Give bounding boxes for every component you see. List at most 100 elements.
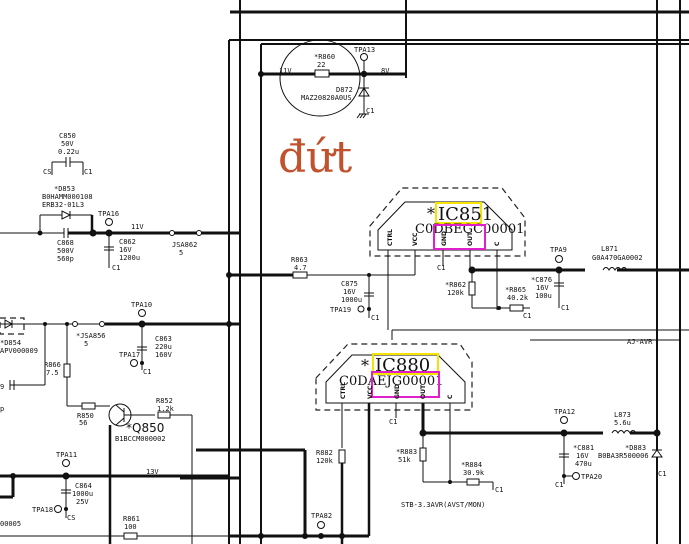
ground-label: C1	[658, 470, 666, 478]
resistor-r850[interactable]	[81, 402, 96, 410]
bus-lines	[228, 0, 689, 544]
c876-voltage: 16V	[536, 284, 549, 292]
ic880-output-group: *R883 51k *R884 30.9k C1 STB-3.3AVR(AVST…	[391, 330, 680, 509]
ground-label: C1	[437, 264, 445, 272]
junction	[37, 230, 43, 236]
ic880-pin-c: C	[447, 394, 454, 399]
resistor-r866[interactable]	[63, 363, 71, 378]
r861-ref: R861	[123, 515, 140, 523]
testpoint-tpa9[interactable]	[555, 255, 563, 263]
resistor-r882[interactable]	[338, 449, 346, 464]
junction	[318, 533, 324, 539]
r866-ref: R866	[44, 361, 61, 369]
ground-label: C1	[555, 481, 563, 489]
tpa13-label: TPA13	[354, 46, 375, 54]
c868-voltage: 500V	[57, 247, 75, 255]
ic851-pin-gnd: GND	[441, 231, 448, 246]
ic851-pins-highlight	[433, 224, 486, 250]
ground-label: C1	[84, 168, 92, 176]
ic880-body	[325, 354, 466, 404]
c863-ref: C863	[155, 335, 172, 343]
c881-ref: *C881	[573, 444, 594, 452]
r860-d872-group: *R860 22 11V 8V TPA13 D872 MAZ20820A0US …	[258, 39, 407, 119]
zener-d872-icon	[358, 87, 370, 97]
tpa20-label: TPA20	[581, 473, 602, 481]
testpoint-tpa17[interactable]	[130, 359, 138, 367]
resistor-r862[interactable]	[468, 281, 476, 296]
d872-part: MAZ20820A0US	[301, 94, 352, 102]
junction	[258, 533, 264, 539]
c864-group: 00005 TPA11 C864 1000u 25V TPA18 CS 13V …	[0, 440, 229, 544]
testpoint-tpa16[interactable]	[105, 218, 113, 226]
partial-label: 9	[0, 383, 4, 391]
jumper-jsa856-b	[99, 321, 105, 327]
resistor-r883[interactable]	[419, 447, 427, 462]
c881-value: 470u	[575, 460, 592, 468]
testpoint-tpa18[interactable]	[54, 505, 62, 513]
r862-value: 120k	[447, 289, 465, 297]
junction	[448, 480, 452, 484]
testpoint-tpa13[interactable]	[360, 53, 368, 61]
ic880-name-highlight	[372, 353, 439, 375]
ic880-dashed-outline	[315, 343, 473, 411]
c864-voltage: 25V	[76, 498, 89, 506]
testpoint-tpa11[interactable]	[62, 459, 70, 467]
ground-label: CS	[67, 514, 75, 522]
c850-group: C850 50V 0.22u CS C1	[43, 132, 92, 176]
partial-label: p	[0, 405, 4, 413]
d853-ref: *D853	[54, 185, 75, 193]
ic851-body	[377, 201, 513, 251]
resistor-r865[interactable]	[509, 304, 524, 312]
ic880-pin-vcc: VCC	[367, 385, 374, 399]
c875-value: 1000u	[341, 296, 362, 304]
testpoint-tpa19[interactable]	[357, 305, 365, 313]
resistor-r863[interactable]	[292, 271, 308, 279]
d883-part: B0BA3R500006	[598, 452, 649, 460]
r884-value: 30.9k	[463, 469, 485, 477]
r882-group: R882 120k TPA82	[180, 448, 369, 544]
c881-voltage: 16V	[576, 452, 589, 460]
junction	[367, 307, 371, 311]
c864-value: 1000u	[72, 490, 93, 498]
resistor-r861[interactable]	[123, 532, 138, 540]
r860-ref: *R860	[314, 53, 335, 61]
resistor-r884[interactable]	[466, 478, 480, 486]
tpa11-label: TPA11	[56, 451, 77, 459]
r883-value: 51k	[398, 456, 411, 464]
ic851-dashed-outline	[369, 187, 526, 257]
q850-ref: *Q850	[126, 421, 164, 435]
ground-label: C1	[112, 264, 120, 272]
ground-label: C1	[495, 486, 503, 494]
r884-ref: *R884	[461, 461, 482, 469]
jumper-jsa862-b	[196, 230, 202, 236]
resistor-r860[interactable]	[314, 69, 330, 78]
testpoint-tpa82[interactable]	[317, 521, 325, 529]
d872-ref: D872	[336, 86, 353, 94]
r863-ref: R863	[291, 256, 308, 264]
c850-ref: C850	[59, 132, 76, 140]
d853-group: *D853 B0HAMM000108 ERB32-01L3 C868 500V …	[0, 185, 240, 272]
net-11v-mid-label: 11V	[131, 223, 144, 231]
ground-label: C1	[366, 107, 374, 115]
testpoint-tpa10[interactable]	[138, 309, 146, 317]
r863-group: R863 4.7 C875 16V 1000u TPA19 C1	[226, 256, 689, 331]
ic851-pin-ctrl: CTRL	[387, 229, 394, 246]
r850-ref: R850	[77, 412, 94, 420]
testpoint-tpa12[interactable]	[560, 416, 568, 424]
ic851-pin-c: C	[494, 241, 501, 246]
ground-label: C1	[523, 312, 531, 320]
d854-part: APV000009	[0, 347, 38, 355]
junction	[226, 272, 232, 278]
l873-ref: L873	[614, 411, 631, 419]
tpa16-label: TPA16	[98, 210, 119, 218]
r852-value: 1.2k	[157, 405, 175, 413]
c850-voltage: 50V	[61, 140, 74, 148]
r862-ref: *R862	[445, 281, 466, 289]
ic880-ref: IC880	[375, 355, 430, 376]
r863-value: 4.7	[294, 264, 307, 272]
c862-value: 1200u	[119, 254, 140, 262]
tpa10-label: TPA10	[131, 301, 152, 309]
testpoint-tpa20[interactable]	[572, 472, 580, 480]
